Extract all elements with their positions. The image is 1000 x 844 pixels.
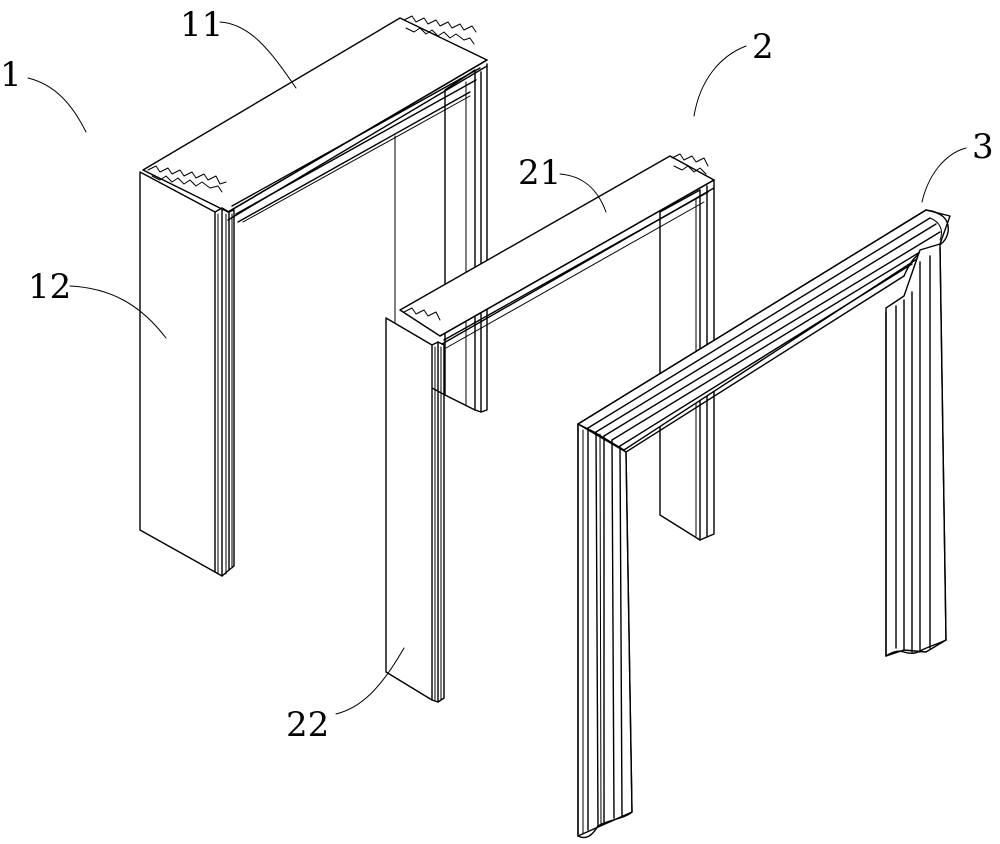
label-21: 21 [518,153,561,193]
leader-12 [69,285,167,339]
frame-1 [139,15,488,577]
leader-3 [921,147,967,203]
leader-22 [335,647,405,715]
frame-3 [577,209,951,839]
leader-2 [693,45,747,117]
leader-1 [27,77,87,133]
label-22: 22 [286,705,329,745]
leader-21 [559,173,607,213]
side-post-22 [385,317,445,703]
label-12: 12 [28,267,71,307]
leader-11 [219,21,297,89]
label-3: 3 [972,127,994,167]
label-1: 1 [0,55,22,95]
top-beam-21 [399,153,715,349]
leader-lines [27,21,967,715]
side-post-12 [139,171,235,577]
frame-3-top-moulding [577,209,951,453]
reference-labels: 1 11 12 2 21 22 3 [0,5,994,745]
frame-3-right-leg [885,243,947,657]
label-11: 11 [180,5,223,45]
frame-3-left-leg [577,423,633,839]
label-2: 2 [752,27,774,67]
top-beam-11 [142,15,488,223]
